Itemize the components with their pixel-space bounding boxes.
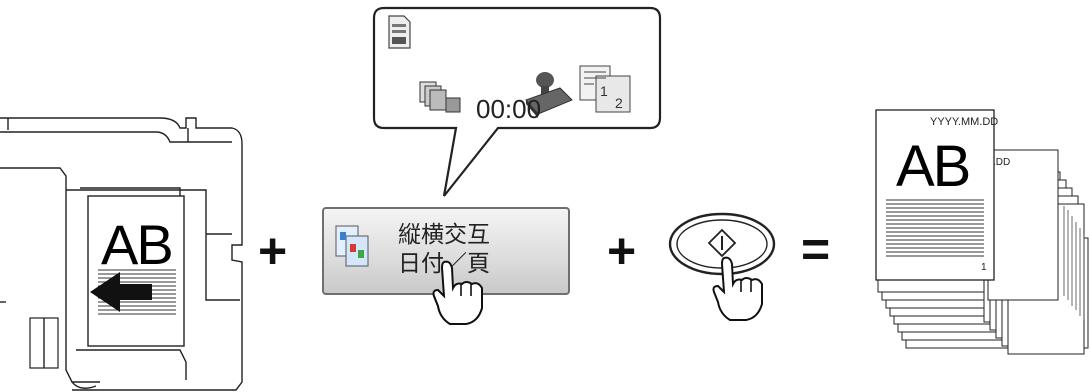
output-page-front [875, 109, 995, 281]
svg-text:1: 1 [600, 83, 608, 99]
page-number: 1 [981, 262, 987, 273]
start-diamond-icon [707, 228, 737, 258]
date-stamp: YYYY.MM.DD [930, 116, 999, 128]
svg-text:2: 2 [615, 95, 623, 111]
button-label-line-1: 縦横交互 [398, 222, 490, 248]
plus-operator-1: + [258, 223, 288, 279]
page-number-icon: 1 2 [579, 65, 631, 113]
callout-bubble [372, 6, 662, 197]
document-icon [388, 15, 411, 49]
callout-time-readout: 00:00 [476, 94, 542, 124]
output-page-text: AB [896, 134, 971, 199]
copy-stack-icon [419, 81, 461, 113]
original-document-text: AB [101, 213, 174, 276]
pointing-hand-icon [712, 256, 763, 321]
scanner-device [0, 117, 243, 391]
button-label: 縦横交互 日付／頁 [398, 221, 490, 279]
plus-operator-2: + [607, 223, 637, 279]
button-label-line-2: 日付／頁 [398, 251, 490, 277]
date-page-rotate-sort-button[interactable]: 縦横交互 日付／頁 [322, 207, 570, 295]
left-arrow-icon [90, 272, 152, 312]
stamp-icon [525, 72, 573, 118]
equals-operator: = [801, 221, 831, 277]
date-stamp-back: .DD [993, 157, 1011, 168]
